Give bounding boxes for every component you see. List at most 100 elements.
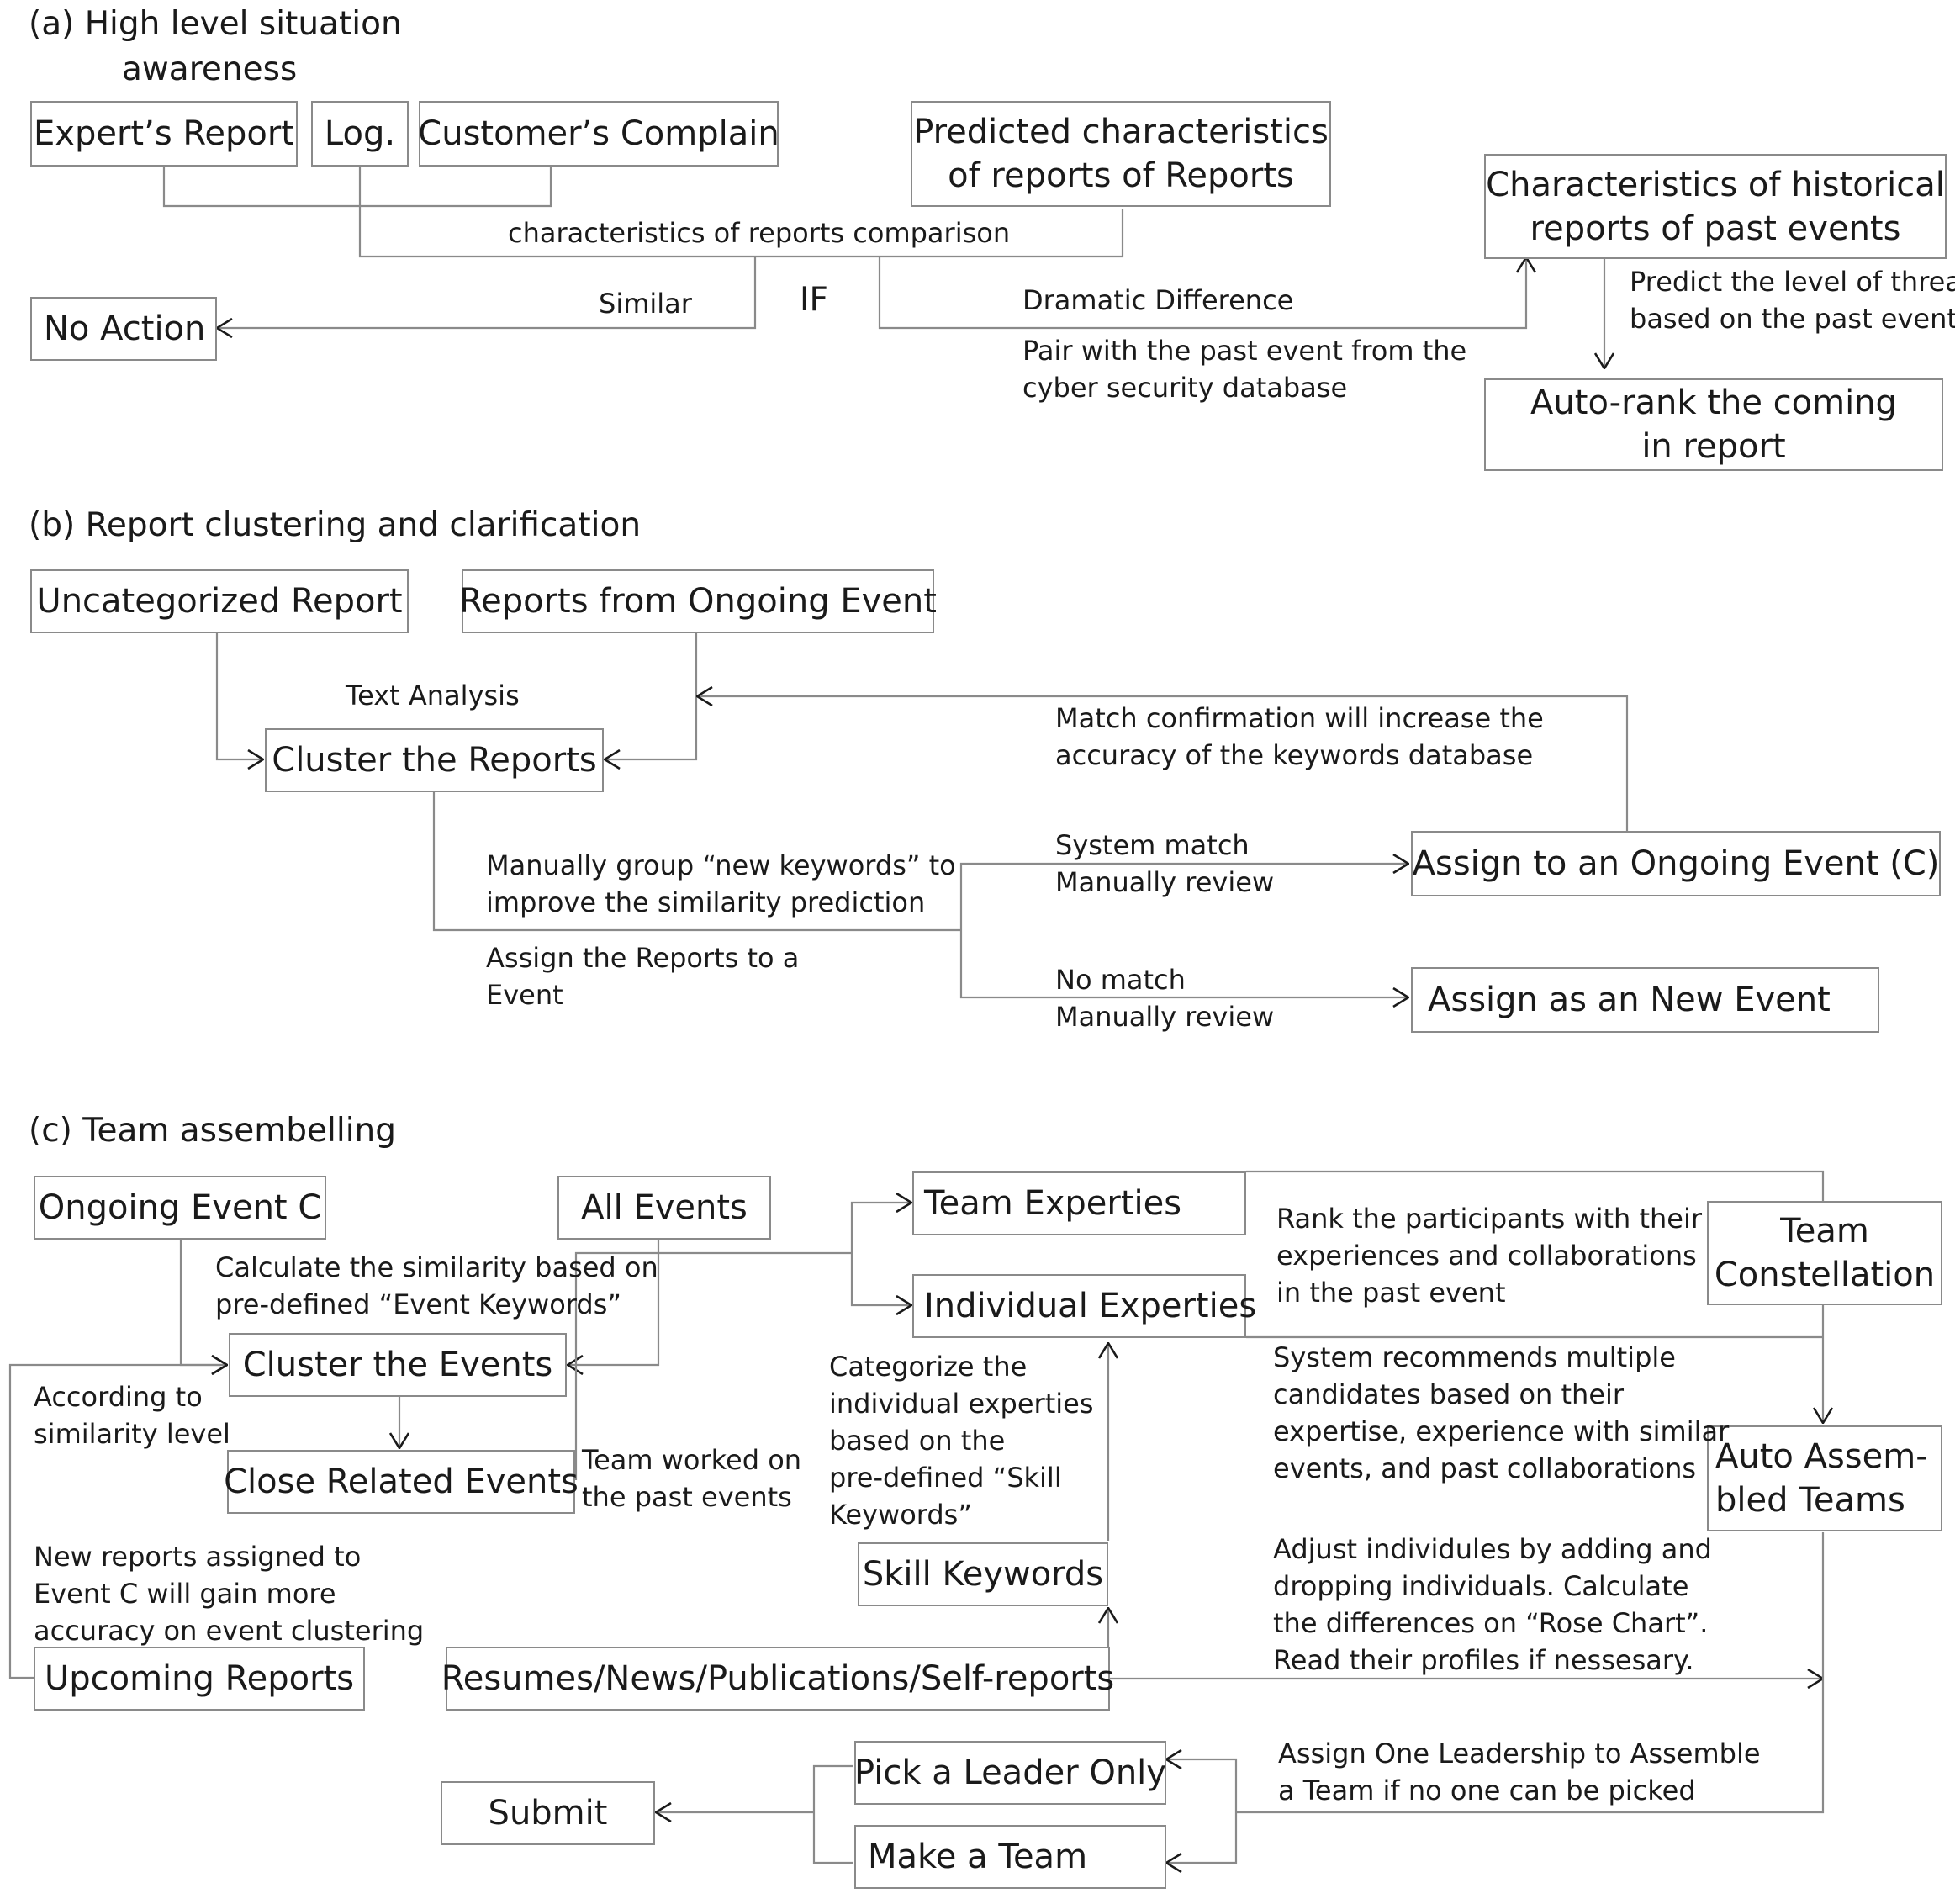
according-label-1: According to bbox=[34, 1381, 203, 1413]
upcoming-reports-box: Upcoming Reports bbox=[34, 1647, 365, 1711]
predicted-characteristics-box: Predicted characteristics of reports of … bbox=[911, 101, 1331, 207]
connector-to-team-expertise bbox=[850, 1203, 911, 1253]
pair-label-1: Pair with the past event from the bbox=[1022, 335, 1467, 367]
connector-log-down bbox=[358, 167, 1124, 258]
predicted-line-1: Predicted characteristics bbox=[913, 113, 1329, 151]
auto-rank-line-1: Auto-rank the coming bbox=[1530, 383, 1897, 422]
adjust-individuals-label-2: dropping individuals. Calculate bbox=[1273, 1570, 1689, 1602]
resumes-news-box: Resumes/News/Publications/Self-reports bbox=[441, 1647, 1114, 1711]
historical-line-2: reports of past events bbox=[1530, 209, 1901, 248]
skill-keywords-box: Skill Keywords bbox=[858, 1542, 1108, 1606]
all-events-box: All Events bbox=[557, 1176, 771, 1240]
categorize-label-1: Categorize the bbox=[829, 1351, 1028, 1383]
team-worked-label-2: the past events bbox=[582, 1481, 792, 1513]
comparison-label: characteristics of reports comparison bbox=[508, 217, 1011, 249]
assign-reports-label-1: Assign the Reports to a bbox=[486, 942, 800, 974]
new-reports-label-3: accuracy on event clustering bbox=[34, 1615, 425, 1647]
system-recommends-label-3: expertise, experience with similar bbox=[1273, 1415, 1730, 1447]
connector-team-exp-right bbox=[1246, 1170, 1823, 1423]
match-confirmation-label-1: Match confirmation will increase the bbox=[1055, 702, 1544, 734]
categorize-label-2: individual experties bbox=[829, 1388, 1094, 1420]
team-expertise-box: Team Experties bbox=[912, 1171, 1246, 1235]
auto-assembled-teams-box: Auto Assem- bled Teams bbox=[1707, 1425, 1942, 1531]
categorize-label-5: Keywords” bbox=[829, 1499, 972, 1531]
system-recommends-label-2: candidates based on their bbox=[1273, 1378, 1625, 1410]
system-recommends-label-4: events, and past collaborations bbox=[1273, 1452, 1697, 1484]
assign-reports-label-2: Event bbox=[486, 979, 563, 1011]
auto-rank-box: Auto-rank the coming in report bbox=[1484, 378, 1943, 471]
rank-participants-label-1: Rank the participants with their bbox=[1276, 1203, 1703, 1235]
submit-box: Submit bbox=[441, 1781, 655, 1845]
categorize-label-4: pre-defined “Skill bbox=[829, 1462, 1062, 1494]
no-action-box: No Action bbox=[30, 297, 217, 361]
connector-to-submit bbox=[656, 1764, 853, 1864]
assign-ongoing-event-box: Assign to an Ongoing Event (C) bbox=[1411, 831, 1941, 896]
connector-auto-down bbox=[1236, 1532, 1825, 1814]
no-match-label: No match bbox=[1055, 964, 1186, 996]
auto-rank-line-2: in report bbox=[1641, 427, 1786, 466]
assign-leadership-label-2: a Team if no one can be picked bbox=[1278, 1774, 1696, 1806]
adjust-individuals-label-1: Adjust individules by adding and bbox=[1273, 1533, 1712, 1565]
reports-ongoing-event-box: Reports from Ongoing Event bbox=[459, 569, 937, 633]
connector-dramatic bbox=[878, 257, 1526, 330]
section-a-heading: (a) High level situation bbox=[29, 5, 402, 43]
connector-match-feedback bbox=[697, 696, 1629, 831]
connector-sources-join bbox=[162, 167, 552, 208]
categorize-label-3: based on the bbox=[829, 1425, 1006, 1457]
connector-ongoing-reports bbox=[605, 633, 698, 759]
manually-group-label-1: Manually group “new keywords” to bbox=[486, 849, 956, 881]
manually-review-label-1: Manually review bbox=[1055, 866, 1275, 898]
team-constellation-line-2: Constellation bbox=[1714, 1256, 1936, 1294]
connector-to-pick-leader bbox=[1166, 1759, 1238, 1812]
auto-assembled-line-2: bled Teams bbox=[1715, 1481, 1905, 1520]
customers-complain-box: Customer’s Complain bbox=[418, 101, 779, 167]
section-b-heading: (b) Report clustering and clarification bbox=[29, 506, 642, 544]
adjust-individuals-label-4: Read their profiles if nessesary. bbox=[1273, 1644, 1694, 1676]
calculate-similarity-label-2: pre-defined “Event Keywords” bbox=[215, 1288, 621, 1320]
assign-new-event-box: Assign as an New Event bbox=[1411, 967, 1879, 1033]
make-team-box: Make a Team bbox=[854, 1825, 1166, 1889]
connector-team-worked bbox=[574, 1251, 852, 1480]
system-recommends-label-1: System recommends multiple bbox=[1273, 1341, 1676, 1373]
individual-expertise-box: Individual Experties bbox=[912, 1274, 1256, 1338]
team-worked-label-1: Team worked on bbox=[582, 1444, 802, 1476]
auto-assembled-line-1: Auto Assem- bbox=[1715, 1437, 1928, 1476]
if-label: IF bbox=[800, 281, 828, 319]
connector-uncategorized bbox=[215, 633, 263, 759]
dramatic-difference-label: Dramatic Difference bbox=[1022, 284, 1294, 316]
calculate-similarity-label-1: Calculate the similarity based on bbox=[215, 1251, 658, 1283]
assign-leadership-label-1: Assign One Leadership to Assemble bbox=[1278, 1737, 1761, 1769]
rank-participants-label-3: in the past event bbox=[1276, 1277, 1506, 1309]
cluster-events-box: Cluster the Events bbox=[229, 1333, 567, 1397]
match-confirmation-label-2: accuracy of the keywords database bbox=[1055, 739, 1534, 771]
connector-to-individual bbox=[850, 1253, 911, 1305]
new-reports-label-2: Event C will gain more bbox=[34, 1578, 336, 1610]
predict-threat-label-2: based on the past event bbox=[1630, 303, 1955, 335]
connector-upcoming-loop bbox=[8, 1365, 227, 1679]
connector-no-match bbox=[959, 930, 1408, 997]
team-constellation-box: Team Constellation bbox=[1707, 1201, 1942, 1305]
section-c-heading: (c) Team assembelling bbox=[29, 1112, 396, 1150]
predicted-line-2: of reports of Reports bbox=[948, 156, 1294, 195]
connector-system-match bbox=[959, 864, 1408, 930]
rank-participants-label-2: experiences and collaborations bbox=[1276, 1240, 1697, 1272]
text-analysis-label: Text Analysis bbox=[346, 680, 520, 711]
connector-all-events bbox=[568, 1239, 660, 1365]
manually-group-label-2: improve the similarity prediction bbox=[486, 886, 926, 918]
connector-to-make-team bbox=[1166, 1812, 1238, 1863]
team-constellation-line-1: Team bbox=[1780, 1212, 1869, 1251]
historical-characteristics-box: Characteristics of historical reports of… bbox=[1484, 154, 1947, 259]
according-label-2: similarity level bbox=[34, 1418, 230, 1450]
connector-cluster-down bbox=[432, 791, 961, 932]
historical-line-1: Characteristics of historical bbox=[1486, 165, 1945, 204]
system-match-label: System match bbox=[1055, 829, 1250, 861]
adjust-individuals-label-3: the differences on “Rose Chart”. bbox=[1273, 1607, 1709, 1639]
section-a-heading-cont: awareness bbox=[122, 50, 298, 88]
similar-label: Similar bbox=[599, 288, 692, 320]
uncategorized-report-box: Uncategorized Report bbox=[30, 569, 409, 633]
pair-label-2: cyber security database bbox=[1022, 372, 1348, 404]
ongoing-event-c-box: Ongoing Event C bbox=[34, 1176, 326, 1240]
predict-threat-label-1: Predict the level of threat bbox=[1630, 266, 1955, 298]
close-related-events-box: Close Related Events bbox=[224, 1450, 579, 1514]
